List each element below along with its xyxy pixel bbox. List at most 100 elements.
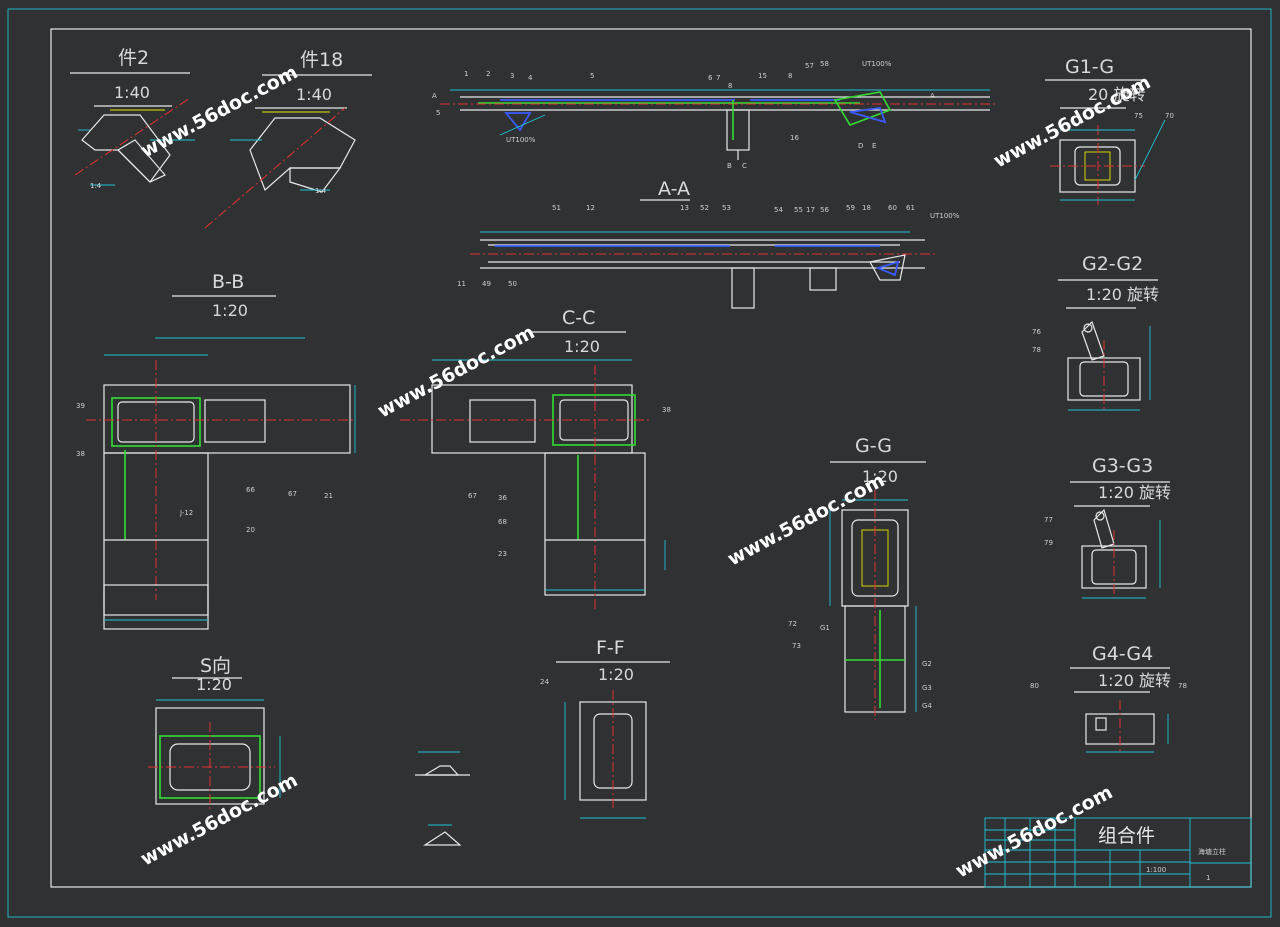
svg-text:52: 52 xyxy=(700,204,709,212)
svg-text:75: 75 xyxy=(1134,112,1143,120)
svg-text:1:4: 1:4 xyxy=(315,187,327,195)
svg-text:17: 17 xyxy=(806,206,815,214)
svg-text:B: B xyxy=(727,162,732,170)
svg-text:49: 49 xyxy=(482,280,491,288)
svg-text:E: E xyxy=(872,142,876,150)
svg-text:G3-G3: G3-G3 xyxy=(1092,455,1153,477)
svg-text:5: 5 xyxy=(436,109,440,117)
svg-text:61: 61 xyxy=(906,204,915,212)
svg-text:78: 78 xyxy=(1032,346,1041,354)
svg-text:1:40: 1:40 xyxy=(296,85,332,104)
svg-text:海塘立柱: 海塘立柱 xyxy=(1198,847,1226,856)
svg-text:1:20 旋转: 1:20 旋转 xyxy=(1098,483,1171,502)
svg-text:1: 1 xyxy=(464,70,468,78)
svg-text:组合件: 组合件 xyxy=(1098,825,1155,847)
svg-text:A-A: A-A xyxy=(658,178,690,200)
svg-text:www.56doc.com: www.56doc.com xyxy=(374,321,538,422)
svg-text:1:20: 1:20 xyxy=(212,301,248,320)
inner-border xyxy=(50,28,1252,888)
svg-text:18: 18 xyxy=(862,204,871,212)
svg-text:8: 8 xyxy=(728,82,732,90)
svg-text:1: 1 xyxy=(1206,874,1210,882)
svg-text:1:100: 1:100 xyxy=(1146,866,1166,874)
svg-text:51: 51 xyxy=(552,204,561,212)
view-part2: 件2 1:40 1:4 xyxy=(70,47,195,190)
view-g1: G1-G 20 旋转 75 70 xyxy=(1045,56,1174,205)
svg-text:件2: 件2 xyxy=(118,47,149,69)
svg-text:80: 80 xyxy=(1030,682,1039,690)
svg-text:20 旋转: 20 旋转 xyxy=(1088,85,1145,104)
svg-text:36: 36 xyxy=(498,494,507,502)
svg-text:23: 23 xyxy=(498,550,507,558)
svg-text:C: C xyxy=(742,162,747,170)
svg-text:C-C: C-C xyxy=(562,307,595,329)
svg-text:1:20: 1:20 xyxy=(196,675,232,694)
svg-text:56: 56 xyxy=(820,206,829,214)
svg-text:6: 6 xyxy=(708,74,713,82)
svg-text:G1: G1 xyxy=(820,624,830,632)
svg-text:15: 15 xyxy=(758,72,767,80)
svg-text:21: 21 xyxy=(324,492,333,500)
svg-text:7: 7 xyxy=(716,74,720,82)
svg-text:UT100%: UT100% xyxy=(862,60,892,68)
svg-text:1:40: 1:40 xyxy=(114,83,150,102)
svg-text:59: 59 xyxy=(846,204,855,212)
detail-sketches xyxy=(415,751,470,846)
svg-text:76: 76 xyxy=(1032,328,1041,336)
svg-text:73: 73 xyxy=(792,642,801,650)
svg-text:www.56doc.com: www.56doc.com xyxy=(990,71,1154,172)
svg-text:1:20 旋转: 1:20 旋转 xyxy=(1098,671,1171,690)
svg-text:13: 13 xyxy=(680,204,689,212)
svg-text:UT100%: UT100% xyxy=(506,136,536,144)
svg-text:39: 39 xyxy=(76,402,85,410)
svg-text:件18: 件18 xyxy=(300,49,343,71)
svg-text:B-B: B-B xyxy=(212,271,244,293)
svg-text:UT100%: UT100% xyxy=(930,212,960,220)
svg-text:79: 79 xyxy=(1044,539,1053,547)
svg-text:66: 66 xyxy=(246,486,255,494)
svg-text:78: 78 xyxy=(1178,682,1187,690)
svg-text:A: A xyxy=(432,92,437,100)
svg-text:12: 12 xyxy=(586,204,595,212)
view-aa: A-A UT100% 51 12 13 52 53 54 55 17 56 59… xyxy=(457,178,960,309)
view-gg: G-G 1:20 72 73 G1 G2 G3 G4 xyxy=(788,435,932,720)
svg-text:24: 24 xyxy=(540,678,549,686)
svg-text:67: 67 xyxy=(288,490,297,498)
svg-text:G4-G4: G4-G4 xyxy=(1092,643,1153,665)
svg-text:1:20 旋转: 1:20 旋转 xyxy=(1086,285,1159,304)
svg-text:F-F: F-F xyxy=(596,637,625,659)
svg-text:11: 11 xyxy=(457,280,466,288)
view-g3: G3-G3 1:20 旋转 77 79 xyxy=(1044,455,1171,599)
svg-text:1:20: 1:20 xyxy=(564,337,600,356)
svg-text:G2: G2 xyxy=(922,660,932,668)
svg-text:G-G: G-G xyxy=(855,435,892,457)
svg-text:54: 54 xyxy=(774,206,783,214)
svg-text:53: 53 xyxy=(722,204,731,212)
svg-text:G2-G2: G2-G2 xyxy=(1082,253,1143,275)
callouts-top: 1 2 3 4 5 6 7 8 15 8 57 58 16 xyxy=(464,60,829,142)
svg-text:G1-G: G1-G xyxy=(1065,56,1114,78)
view-s: S向 1:20 xyxy=(148,655,281,812)
svg-text:38: 38 xyxy=(76,450,85,458)
svg-text:68: 68 xyxy=(498,518,507,526)
callouts-aa: 51 12 13 52 53 54 55 17 56 59 18 60 61 1… xyxy=(457,204,915,288)
svg-text:www.56doc.com: www.56doc.com xyxy=(952,781,1116,882)
svg-text:57: 57 xyxy=(805,62,814,70)
svg-text:70: 70 xyxy=(1165,112,1174,120)
svg-text:16: 16 xyxy=(790,134,799,142)
svg-text:58: 58 xyxy=(820,60,829,68)
svg-text:50: 50 xyxy=(508,280,517,288)
svg-text:60: 60 xyxy=(888,204,897,212)
svg-text:38: 38 xyxy=(662,406,671,414)
view-g2: G2-G2 1:20 旋转 76 78 xyxy=(1032,253,1159,411)
svg-text:72: 72 xyxy=(788,620,797,628)
view-g4: G4-G4 1:20 旋转 80 78 xyxy=(1030,643,1187,753)
svg-text:1:20: 1:20 xyxy=(862,467,898,486)
title-block: 组合件 海塘立柱 1:100 1 xyxy=(984,817,1252,888)
svg-text:A: A xyxy=(930,92,935,100)
svg-text:20: 20 xyxy=(246,526,255,534)
svg-text:www.56doc.com: www.56doc.com xyxy=(137,769,301,870)
svg-text:S向: S向 xyxy=(200,655,231,677)
